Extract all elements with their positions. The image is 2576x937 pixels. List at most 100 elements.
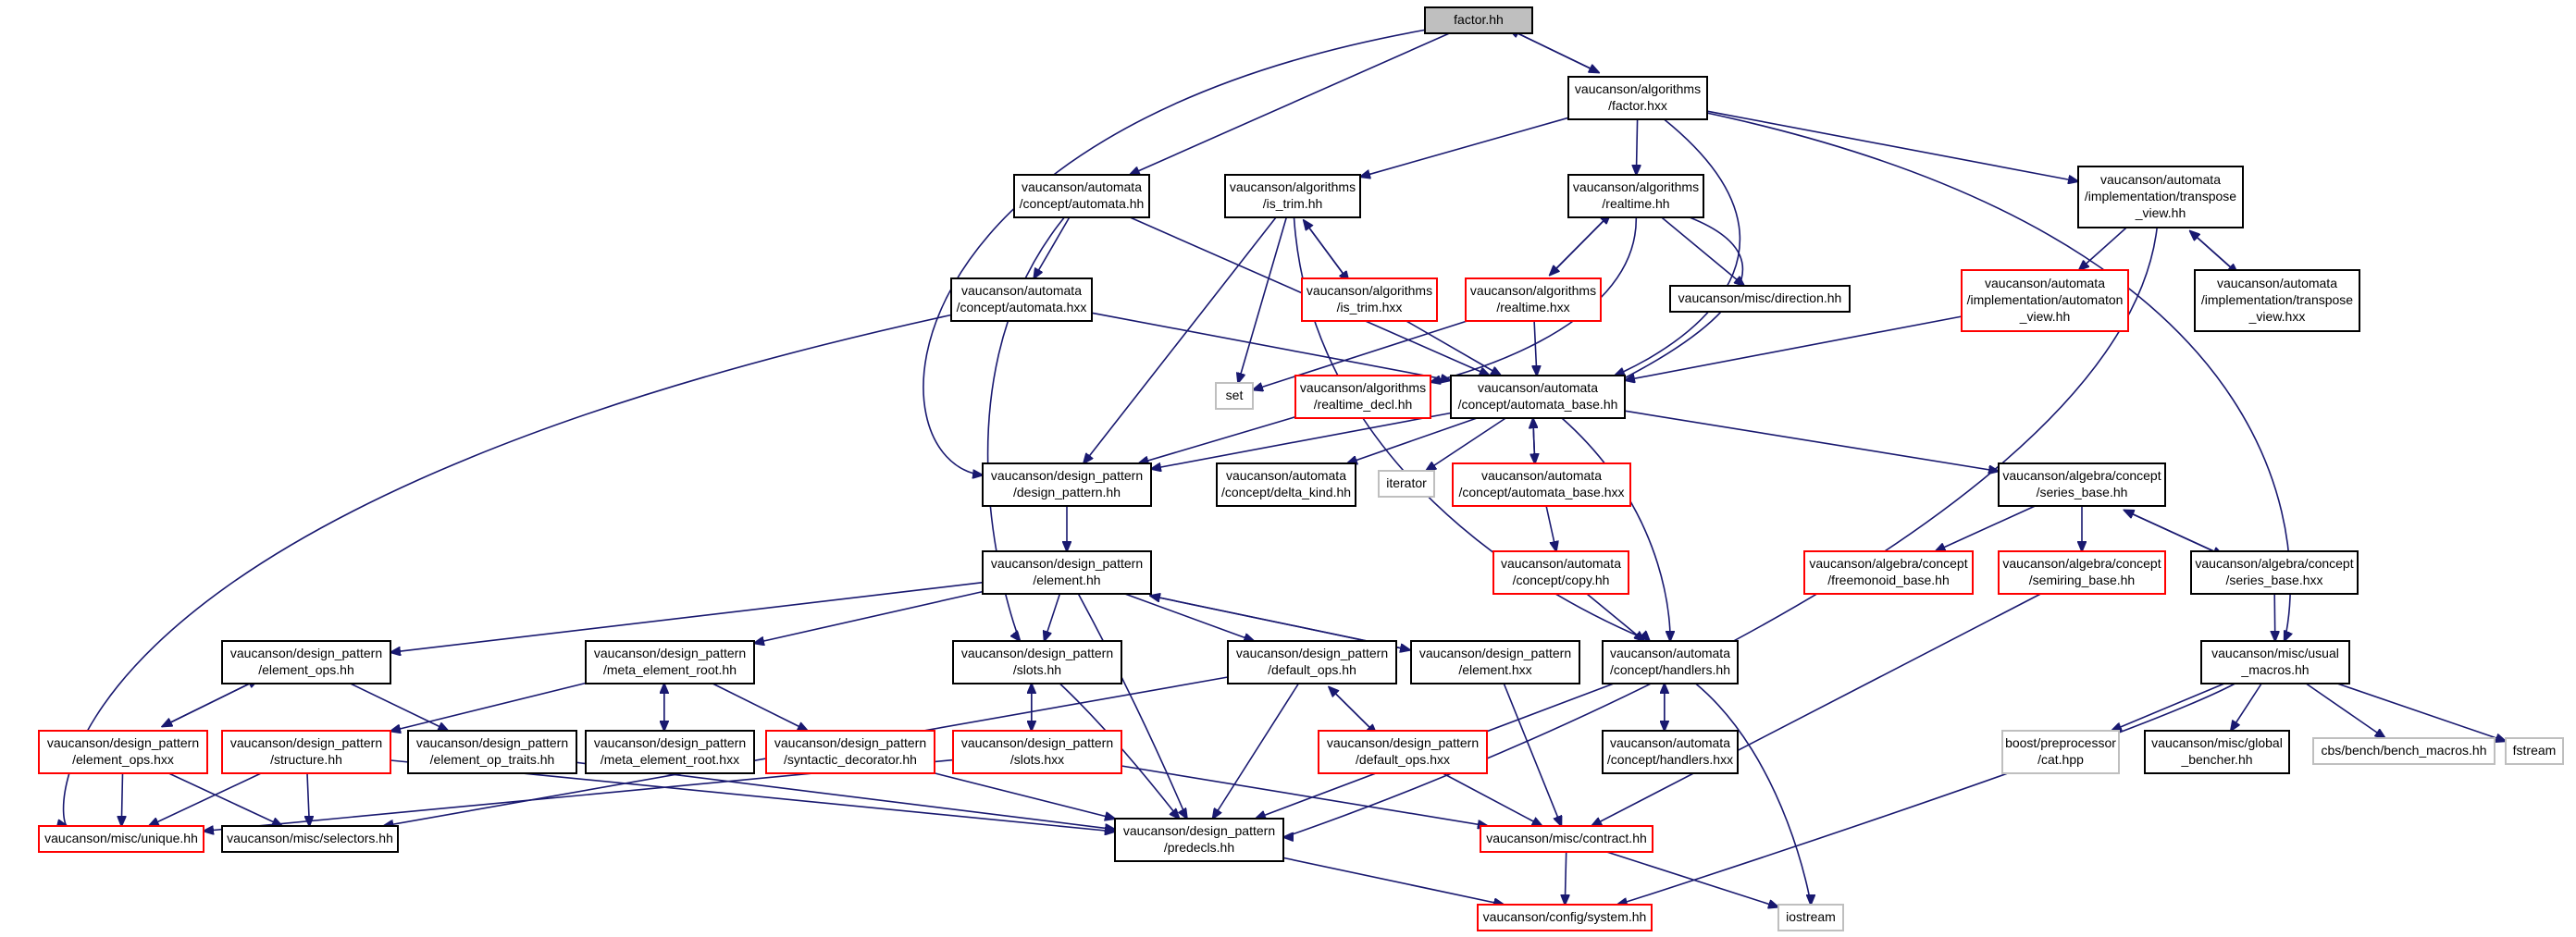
node-alg_is_trim_hxx[interactable]: vaucanson/algorithms/is_trim.hxx (1301, 277, 1438, 322)
node-std_set[interactable]: set (1215, 382, 1254, 410)
node-misc_global_bencher_hh[interactable]: vaucanson/misc/global_bencher.hh (2144, 730, 2290, 774)
node-std_iostream[interactable]: iostream (1777, 904, 1844, 931)
node-box[interactable] (952, 730, 1122, 774)
node-dp_element_hxx[interactable]: vaucanson/design_pattern/element.hxx (1410, 640, 1580, 684)
node-impl_automaton_view_hh[interactable]: vaucanson/automata/implementation/automa… (1961, 269, 2129, 332)
node-box[interactable] (1114, 818, 1284, 862)
node-box[interactable] (1424, 6, 1533, 34)
node-std_fstream[interactable]: fstream (2505, 737, 2564, 765)
node-aut_concept_delta_kind_hh[interactable]: vaucanson/automata/concept/delta_kind.hh (1216, 462, 1356, 507)
node-box[interactable] (952, 640, 1122, 684)
node-dp_element_ops_hxx[interactable]: vaucanson/design_pattern/element_ops.hxx (38, 730, 208, 774)
node-boost_cat_hpp[interactable]: boost/preprocessor/cat.hpp (2001, 730, 2120, 774)
node-box[interactable] (1567, 174, 1704, 218)
node-box[interactable] (1803, 550, 1974, 595)
node-dp_slots_hh[interactable]: vaucanson/design_pattern/slots.hh (952, 640, 1122, 684)
node-box[interactable] (1961, 269, 2129, 332)
node-box[interactable] (982, 550, 1152, 595)
node-box[interactable] (221, 825, 399, 853)
node-box[interactable] (1294, 375, 1431, 419)
node-box[interactable] (1602, 730, 1739, 774)
node-dp_slots_hxx[interactable]: vaucanson/design_pattern/slots.hxx (952, 730, 1122, 774)
node-config_system_hh[interactable]: vaucanson/config/system.hh (1477, 904, 1653, 931)
node-alg_concept_semiring_base_hh[interactable]: vaucanson/algebra/concept/semiring_base.… (1998, 550, 2166, 595)
node-dp_design_pattern_hh[interactable]: vaucanson/design_pattern/design_pattern.… (982, 462, 1152, 507)
node-box[interactable] (1227, 640, 1397, 684)
node-box[interactable] (1013, 174, 1150, 218)
node-alg_realtime_hxx[interactable]: vaucanson/algorithms/realtime.hxx (1465, 277, 1602, 322)
node-box[interactable] (1216, 462, 1356, 507)
node-box[interactable] (1318, 730, 1488, 774)
node-box[interactable] (1215, 382, 1254, 410)
node-alg_concept_series_base_hh[interactable]: vaucanson/algebra/concept/series_base.hh (1998, 462, 2166, 507)
node-box[interactable] (2505, 737, 2564, 765)
node-box[interactable] (221, 640, 391, 684)
node-box[interactable] (2001, 730, 2120, 774)
node-box[interactable] (1602, 640, 1739, 684)
node-alg_factor_hxx[interactable]: vaucanson/algorithms/factor.hxx (1567, 76, 1708, 120)
node-box[interactable] (1777, 904, 1844, 931)
node-dp_syntactic_decorator_hh[interactable]: vaucanson/design_pattern/syntactic_decor… (765, 730, 935, 774)
node-box[interactable] (2312, 737, 2496, 765)
node-aut_concept_automata_base_hh[interactable]: vaucanson/automata/concept/automata_base… (1450, 375, 1626, 419)
node-aut_concept_automata_base_hxx[interactable]: vaucanson/automata/concept/automata_base… (1452, 462, 1631, 507)
node-box[interactable] (765, 730, 935, 774)
node-misc_direction_hh[interactable]: vaucanson/misc/direction.hh (1669, 285, 1851, 313)
node-box[interactable] (38, 730, 208, 774)
node-box[interactable] (2190, 550, 2359, 595)
node-box[interactable] (1567, 76, 1708, 120)
node-alg_concept_series_base_hxx[interactable]: vaucanson/algebra/concept/series_base.hx… (2190, 550, 2359, 595)
node-alg_realtime_decl_hh[interactable]: vaucanson/algorithms/realtime_decl.hh (1294, 375, 1431, 419)
node-box[interactable] (221, 730, 391, 774)
node-box[interactable] (1998, 462, 2166, 507)
node-box[interactable] (1998, 550, 2166, 595)
node-misc_usual_macros_hh[interactable]: vaucanson/misc/usual_macros.hh (2200, 640, 2350, 684)
node-dp_default_ops_hxx[interactable]: vaucanson/design_pattern/default_ops.hxx (1318, 730, 1488, 774)
node-box[interactable] (38, 825, 204, 853)
node-dp_element_hh[interactable]: vaucanson/design_pattern/element.hh (982, 550, 1152, 595)
node-box[interactable] (1669, 285, 1851, 313)
node-impl_transpose_view_hxx[interactable]: vaucanson/automata/implementation/transp… (2194, 269, 2360, 332)
node-alg_concept_freemonoid_base_hh[interactable]: vaucanson/algebra/concept/freemonoid_bas… (1803, 550, 1974, 595)
node-aut_concept_handlers_hh[interactable]: vaucanson/automata/concept/handlers.hh (1602, 640, 1739, 684)
node-impl_transpose_view_hh[interactable]: vaucanson/automata/implementation/transp… (2077, 166, 2244, 228)
node-box[interactable] (982, 462, 1152, 507)
node-alg_realtime_hh[interactable]: vaucanson/algorithms/realtime.hh (1567, 174, 1704, 218)
node-misc_selectors_hh[interactable]: vaucanson/misc/selectors.hh (221, 825, 399, 853)
node-box[interactable] (1477, 904, 1653, 931)
node-misc_unique_hh[interactable]: vaucanson/misc/unique.hh (38, 825, 204, 853)
node-alg_is_trim_hh[interactable]: vaucanson/algorithms/is_trim.hh (1224, 174, 1361, 218)
node-cbs_bench_macros_hh[interactable]: cbs/bench/bench_macros.hh (2312, 737, 2496, 765)
node-box[interactable] (1452, 462, 1631, 507)
node-box[interactable] (2200, 640, 2350, 684)
node-dp_meta_element_root_hh[interactable]: vaucanson/design_pattern/meta_element_ro… (585, 640, 755, 684)
node-dp_element_ops_hh[interactable]: vaucanson/design_pattern/element_ops.hh (221, 640, 391, 684)
node-box[interactable] (950, 277, 1093, 322)
node-box[interactable] (585, 640, 755, 684)
node-box[interactable] (2194, 269, 2360, 332)
node-box[interactable] (1410, 640, 1580, 684)
node-dp_element_op_traits_hh[interactable]: vaucanson/design_pattern/element_op_trai… (407, 730, 577, 774)
node-box[interactable] (585, 730, 755, 774)
node-box[interactable] (1480, 825, 1653, 853)
node-dp_default_ops_hh[interactable]: vaucanson/design_pattern/default_ops.hh (1227, 640, 1397, 684)
node-box[interactable] (1224, 174, 1361, 218)
node-box[interactable] (1450, 375, 1626, 419)
node-std_iterator[interactable]: iterator (1378, 470, 1435, 498)
node-dp_meta_element_root_hxx[interactable]: vaucanson/design_pattern/meta_element_ro… (585, 730, 755, 774)
node-misc_contract_hh[interactable]: vaucanson/misc/contract.hh (1480, 825, 1653, 853)
node-aut_concept_copy_hh[interactable]: vaucanson/automata/concept/copy.hh (1492, 550, 1629, 595)
node-box[interactable] (1465, 277, 1602, 322)
node-box[interactable] (1492, 550, 1629, 595)
node-factor_hh[interactable]: factor.hh (1424, 6, 1533, 34)
node-box[interactable] (2144, 730, 2290, 774)
node-box[interactable] (1378, 470, 1435, 498)
node-aut_concept_automata_hh[interactable]: vaucanson/automata/concept/automata.hh (1013, 174, 1150, 218)
node-box[interactable] (407, 730, 577, 774)
node-dp_structure_hh[interactable]: vaucanson/design_pattern/structure.hh (221, 730, 391, 774)
node-aut_concept_automata_hxx[interactable]: vaucanson/automata/concept/automata.hxx (950, 277, 1093, 322)
node-aut_concept_handlers_hxx[interactable]: vaucanson/automata/concept/handlers.hxx (1602, 730, 1739, 774)
node-box[interactable] (2077, 166, 2244, 228)
node-dp_predecls_hh[interactable]: vaucanson/design_pattern/predecls.hh (1114, 818, 1284, 862)
node-box[interactable] (1301, 277, 1438, 322)
